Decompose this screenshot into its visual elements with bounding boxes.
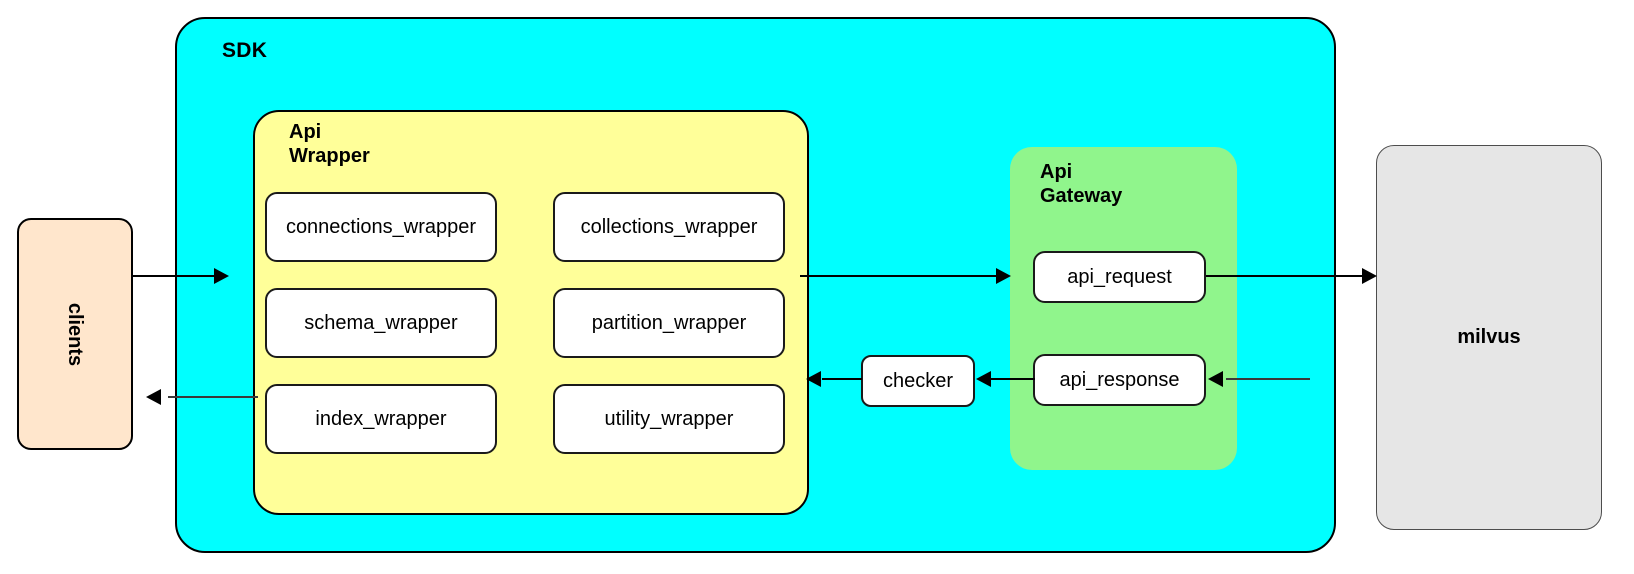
connector-api-wrapper-to-api-gateway-arrow — [996, 268, 1011, 284]
module-label: schema_wrapper — [304, 311, 458, 334]
module-label: api_request — [1067, 265, 1172, 288]
api-wrapper-label-line1: Api — [289, 121, 322, 143]
module-label: utility_wrapper — [604, 407, 734, 430]
module-label: api_response — [1059, 368, 1180, 391]
connector-checker-to-api-wrapper-line — [822, 378, 862, 380]
clients-label: clients — [64, 302, 87, 366]
sdk-label: SDK — [222, 39, 268, 62]
module-index-wrapper[interactable]: index_wrapper — [265, 384, 497, 454]
connector-api-request-to-milvus-arrow — [1362, 268, 1377, 284]
connector-api-response-to-checker-arrow — [976, 371, 991, 387]
module-utility-wrapper[interactable]: utility_wrapper — [553, 384, 785, 454]
connector-clients-to-api-wrapper-arrow — [214, 268, 229, 284]
module-schema-wrapper[interactable]: schema_wrapper — [265, 288, 497, 358]
module-label: collections_wrapper — [580, 215, 758, 238]
connector-api-response-to-checker-line — [990, 378, 1035, 380]
milvus-label: milvus — [1457, 326, 1521, 348]
api-wrapper-label: Api Wrapper — [289, 120, 370, 168]
api-gateway-label-line2: Gateway — [1040, 185, 1123, 208]
checker-box[interactable]: checker — [861, 355, 975, 407]
module-api-request[interactable]: api_request — [1033, 251, 1206, 303]
api-gateway-label: Api Gateway — [1040, 160, 1122, 209]
connector-clients-to-api-wrapper-line — [133, 275, 223, 277]
connector-api-request-to-milvus-line — [1206, 275, 1366, 277]
connector-milvus-to-api-response-line — [1226, 378, 1310, 380]
module-label: connections_wrapper — [285, 215, 477, 238]
milvus-box[interactable]: milvus — [1376, 145, 1602, 530]
module-connections-wrapper[interactable]: connections_wrapper — [265, 192, 497, 262]
clients-box[interactable]: clients — [17, 218, 133, 450]
api-wrapper-label-line2: Wrapper — [289, 145, 370, 167]
connector-api-wrapper-to-clients-line — [168, 396, 258, 398]
module-api-response[interactable]: api_response — [1033, 354, 1206, 406]
api-gateway-label-line1: Api — [1040, 161, 1073, 183]
connector-checker-to-api-wrapper-arrow — [806, 371, 821, 387]
connector-api-wrapper-to-api-gateway-line — [800, 275, 1008, 277]
connector-api-wrapper-to-clients-arrow — [146, 389, 161, 405]
module-collections-wrapper[interactable]: collections_wrapper — [553, 192, 785, 262]
module-label: index_wrapper — [315, 407, 447, 430]
connector-milvus-to-api-response-arrow — [1208, 371, 1223, 387]
module-partition-wrapper[interactable]: partition_wrapper — [553, 288, 785, 358]
checker-label: checker — [882, 369, 954, 392]
module-label: partition_wrapper — [591, 311, 747, 334]
api-gateway-container[interactable]: Api Gateway — [1010, 147, 1237, 470]
